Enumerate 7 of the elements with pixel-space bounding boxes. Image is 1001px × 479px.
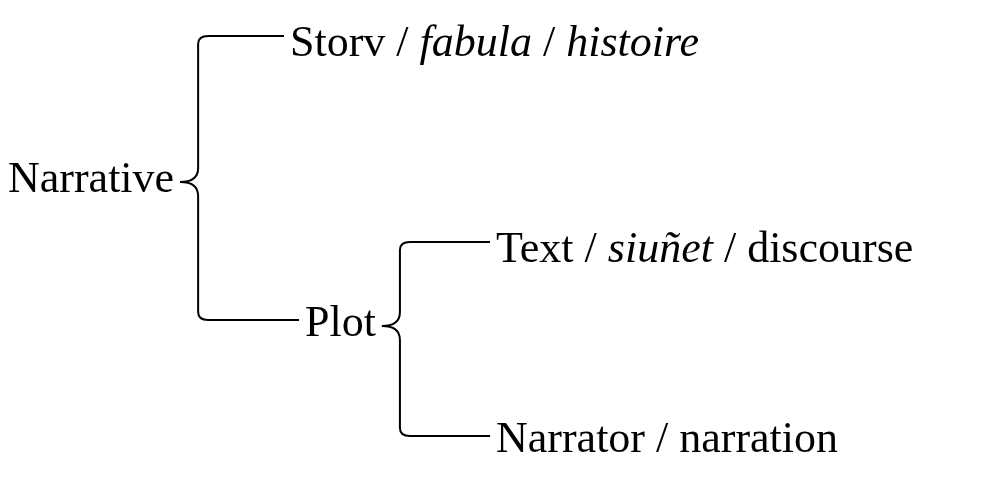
term-label: Narrator / narration [496, 413, 839, 463]
bracket-line [179, 181, 300, 321]
term-label: Narrative [8, 153, 175, 203]
term-label: Storv / fabula / histoire [290, 17, 700, 67]
term-label: Plot [305, 297, 376, 347]
term-label: Text / siuñet / discourse [496, 223, 914, 273]
bracket-line [380, 325, 491, 437]
